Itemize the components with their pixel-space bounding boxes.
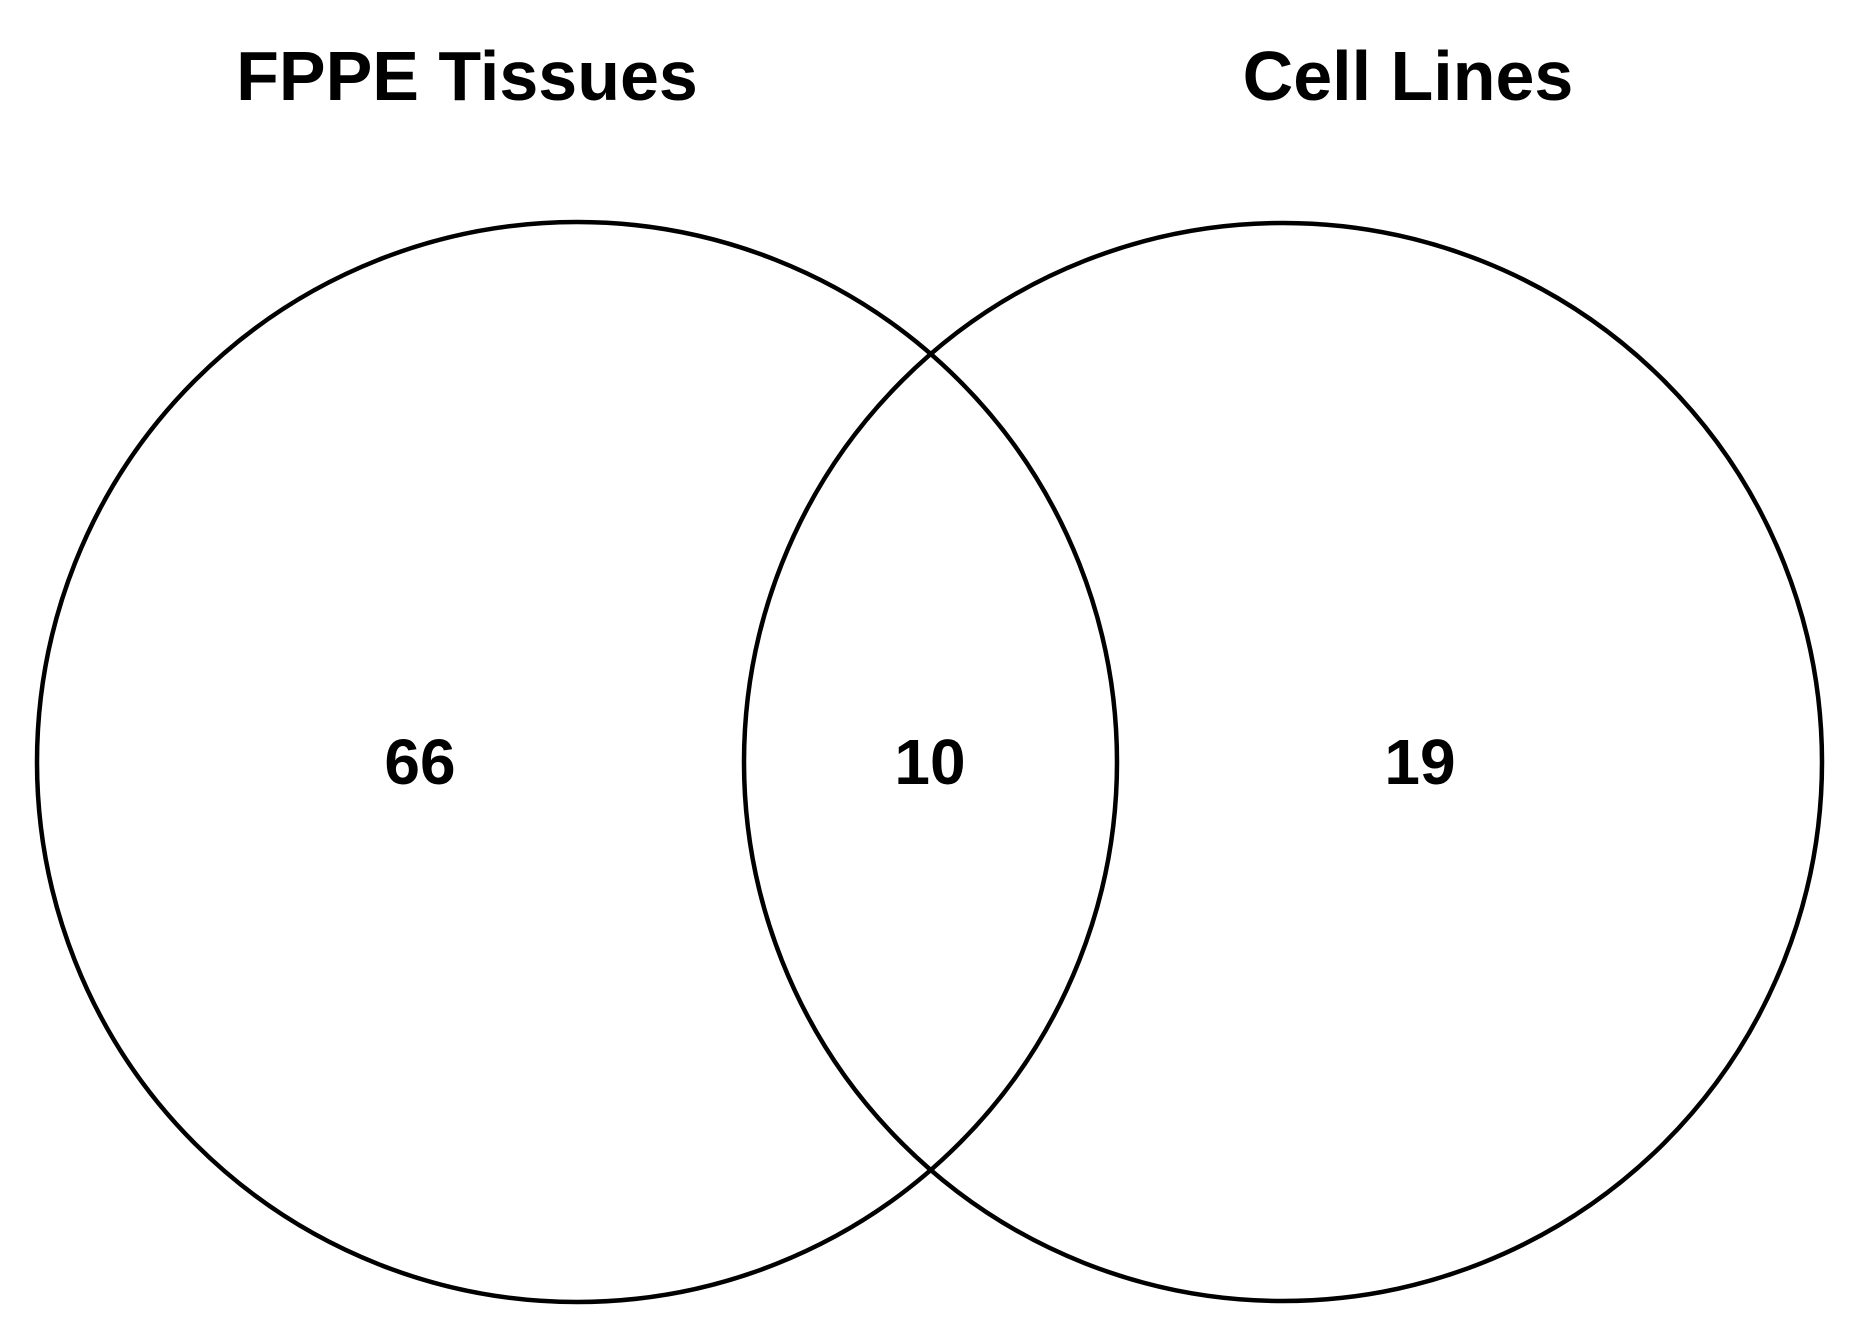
set-label-cell-lines: Cell Lines: [1243, 37, 1574, 115]
venn-circle-cell-lines: [741, 220, 1825, 1304]
set-label-fppe-tissues: FPPE Tissues: [236, 37, 698, 115]
count-intersection: 10: [894, 726, 965, 798]
venn-circle-fppe-tissues: [34, 219, 1120, 1305]
count-left-only: 66: [384, 726, 455, 798]
count-right-only: 19: [1384, 726, 1455, 798]
